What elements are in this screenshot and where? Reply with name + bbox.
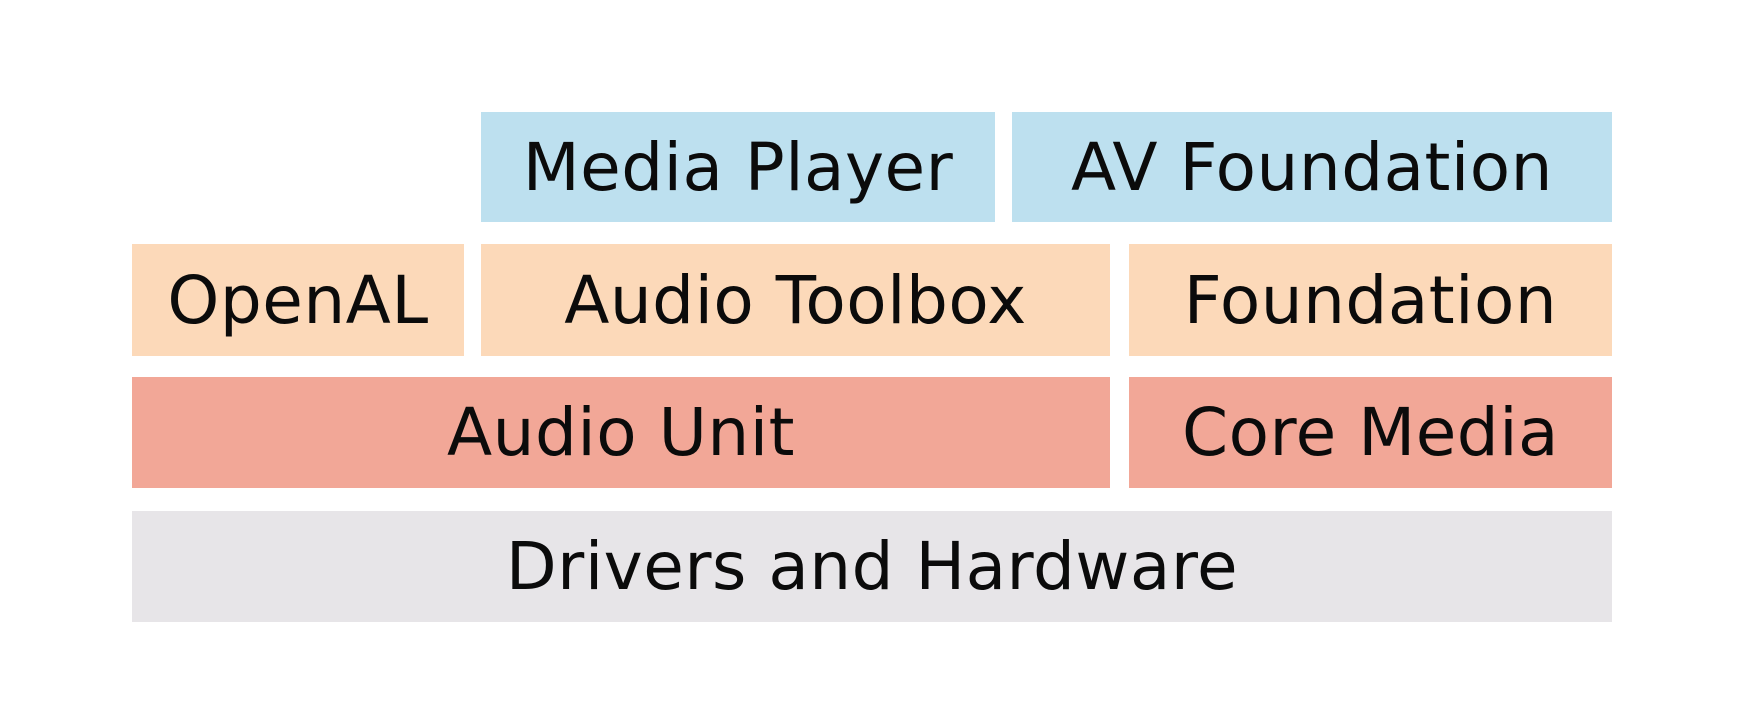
- audio-unit-block: Audio Unit: [132, 377, 1110, 488]
- openal-label: OpenAL: [167, 261, 429, 339]
- media-player-label: Media Player: [522, 128, 954, 206]
- av-foundation-block: AV Foundation: [1012, 112, 1612, 222]
- audio-toolbox-block: Audio Toolbox: [481, 244, 1110, 356]
- audio-toolbox-label: Audio Toolbox: [564, 261, 1027, 339]
- drivers-and-hardware-label: Drivers and Hardware: [505, 528, 1239, 605]
- foundation-label: Foundation: [1183, 261, 1558, 339]
- core-media-label: Core Media: [1182, 394, 1559, 471]
- core-media-block: Core Media: [1129, 377, 1612, 488]
- media-player-block: Media Player: [481, 112, 995, 222]
- drivers-and-hardware-block: Drivers and Hardware: [132, 511, 1612, 622]
- av-foundation-label: AV Foundation: [1071, 128, 1553, 206]
- audio-unit-label: Audio Unit: [447, 394, 795, 471]
- openal-block: OpenAL: [132, 244, 464, 356]
- foundation-block: Foundation: [1129, 244, 1612, 356]
